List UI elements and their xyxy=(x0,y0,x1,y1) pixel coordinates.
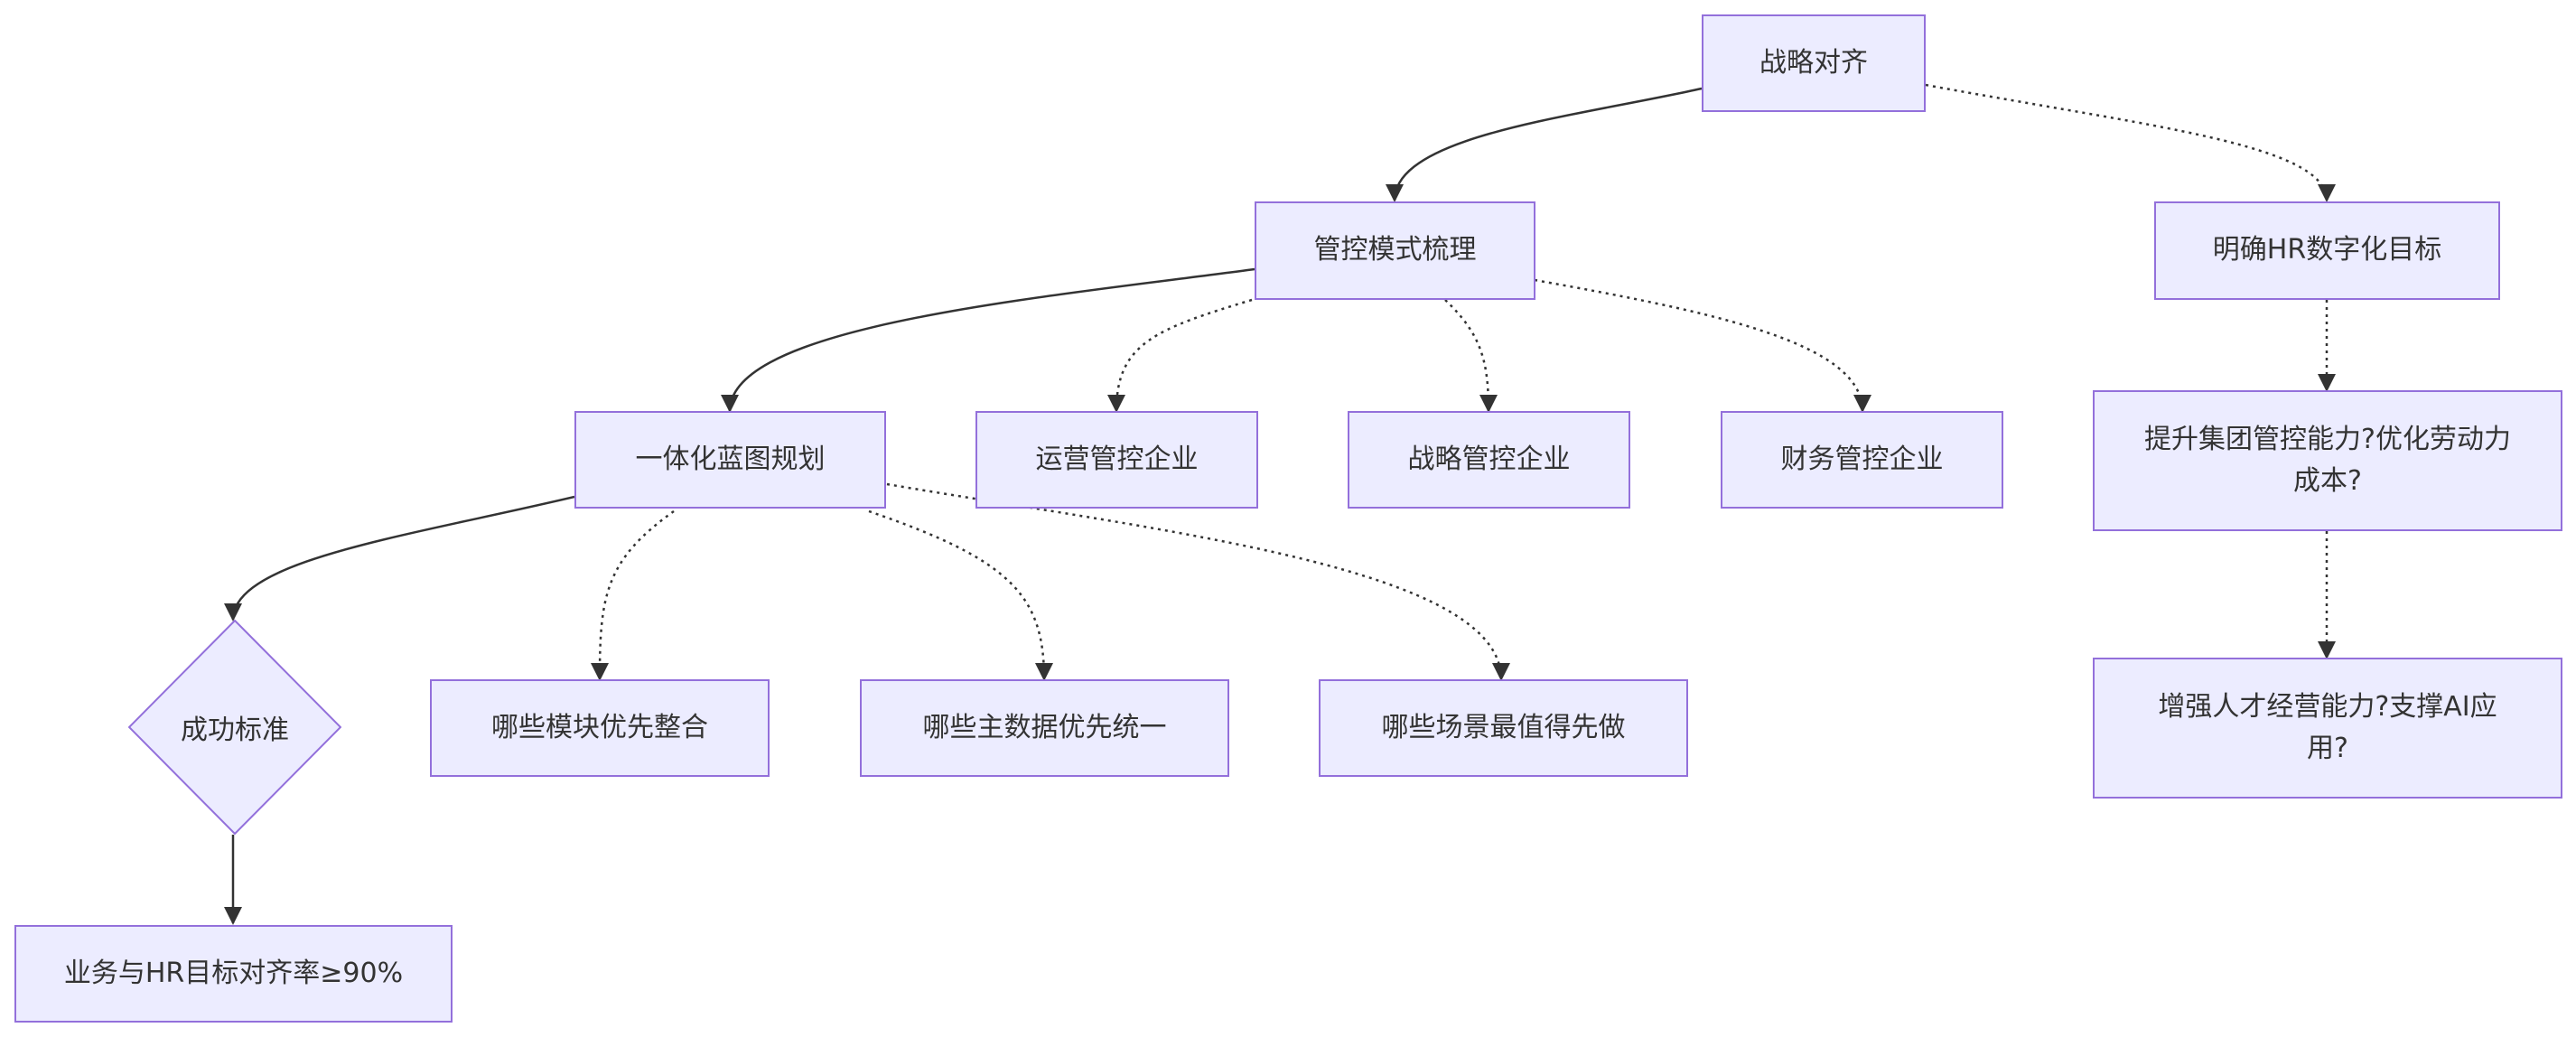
edge-blueprint-to-modules xyxy=(591,509,675,681)
edge-control-to-finance xyxy=(1534,278,1871,413)
node-strategic-alignment-label: 战略对齐 xyxy=(1759,46,1868,79)
node-strategic-alignment[interactable]: 战略对齐 xyxy=(1702,14,1926,112)
node-group-capability-label: 提升集团管控能力?优化劳动力成本? xyxy=(2144,423,2511,498)
node-finance-control-label: 财务管控企业 xyxy=(1780,443,1944,475)
edge-strategic-to-control xyxy=(1386,87,1703,202)
node-talent-capability[interactable]: 增强人才经营能力?支撑AI应用? xyxy=(2093,658,2562,799)
node-ops-control[interactable]: 运营管控企业 xyxy=(975,411,1258,509)
node-success-criteria-label: 成功标准 xyxy=(181,715,289,746)
node-talent-capability-label: 增强人才经营能力?支撑AI应用? xyxy=(2158,690,2497,765)
node-modules-first[interactable]: 哪些模块优先整合 xyxy=(430,679,770,777)
node-finance-control[interactable]: 财务管控企业 xyxy=(1721,411,2003,509)
edge-control-to-strategy xyxy=(1444,299,1498,413)
node-scenarios-first[interactable]: 哪些场景最值得先做 xyxy=(1319,679,1688,777)
node-alignment-rate[interactable]: 业务与HR目标对齐率≥90% xyxy=(14,925,453,1023)
node-master-data-first[interactable]: 哪些主数据优先统一 xyxy=(860,679,1229,777)
node-ops-control-label: 运营管控企业 xyxy=(1035,443,1199,475)
edge-control-to-ops xyxy=(1107,298,1253,413)
node-strategy-control-label: 战略管控企业 xyxy=(1407,443,1571,475)
node-modules-first-label: 哪些模块优先整合 xyxy=(491,711,708,743)
edge-control-to-blueprint xyxy=(721,267,1255,413)
node-blueprint-label: 一体化蓝图规划 xyxy=(635,443,826,475)
node-hr-digital-goal-label: 明确HR数字化目标 xyxy=(2212,234,2442,266)
node-master-data-first-label: 哪些主数据优先统一 xyxy=(922,711,1167,743)
edge-blueprint-to-masterdata xyxy=(868,509,1053,681)
edge-blueprint-to-scenarios xyxy=(886,482,1510,681)
node-strategy-control[interactable]: 战略管控企业 xyxy=(1348,411,1630,509)
edge-blueprint-to-success xyxy=(224,495,575,621)
node-success-criteria[interactable]: 成功标准 xyxy=(127,619,342,836)
decision-diamond-shape xyxy=(127,619,342,836)
node-alignment-rate-label: 业务与HR目标对齐率≥90% xyxy=(63,957,404,989)
node-control-mode-label: 管控模式梳理 xyxy=(1313,234,1477,266)
node-hr-digital-goal[interactable]: 明确HR数字化目标 xyxy=(2154,201,2500,300)
edge-strategic-to-hrgoal xyxy=(1925,83,2336,202)
node-control-mode[interactable]: 管控模式梳理 xyxy=(1255,201,1535,300)
node-scenarios-first-label: 哪些场景最值得先做 xyxy=(1381,711,1626,743)
node-blueprint[interactable]: 一体化蓝图规划 xyxy=(574,411,886,509)
node-group-capability[interactable]: 提升集团管控能力?优化劳动力成本? xyxy=(2093,390,2562,531)
